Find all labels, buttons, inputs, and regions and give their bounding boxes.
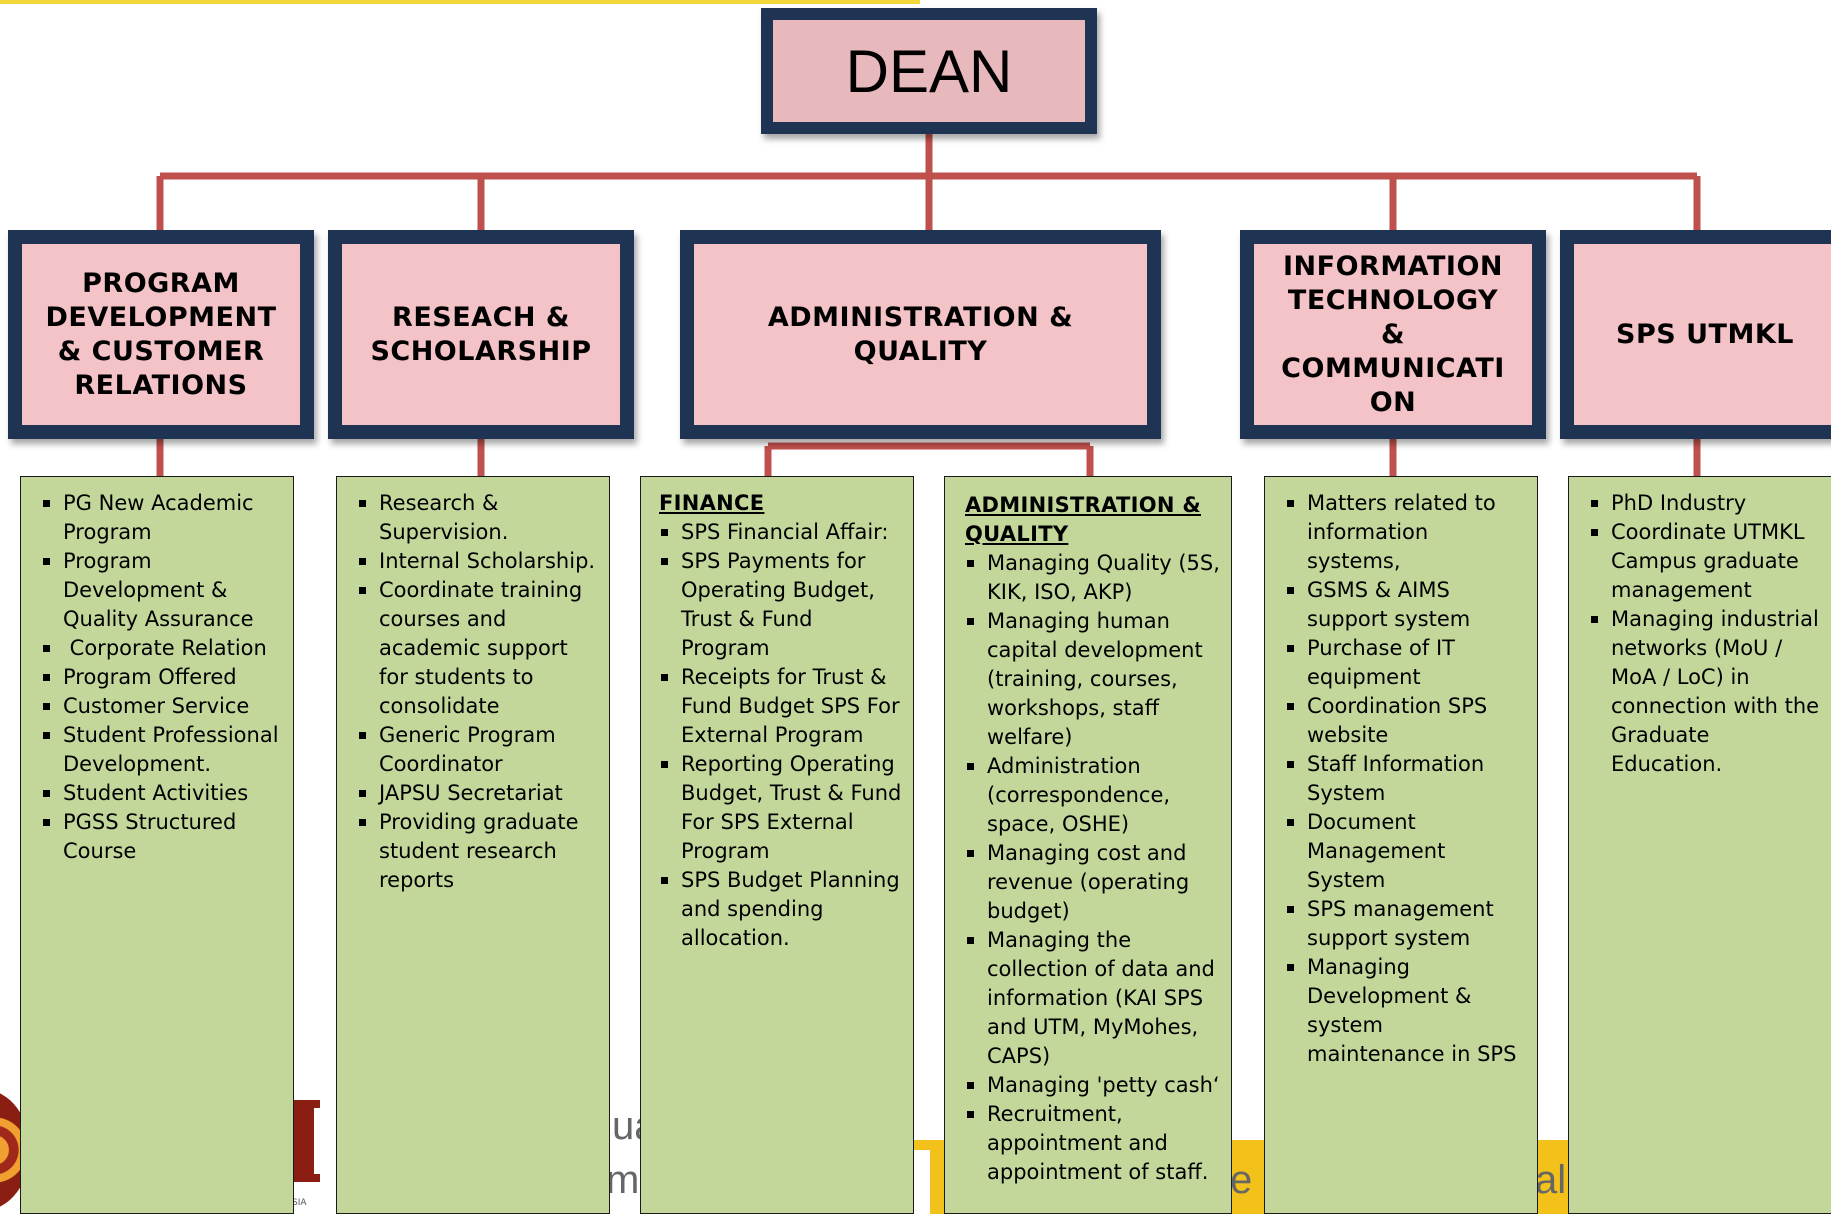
dean-box: DEAN <box>761 8 1097 134</box>
panel-administration-quality: ADMINISTRATION & QUALITY Managing Qualit… <box>944 476 1232 1214</box>
list-item: Providing graduate student research repo… <box>357 808 599 895</box>
list-item: Customer Service <box>41 692 283 721</box>
list-item: Corporate Relation <box>41 634 283 663</box>
list-item: SPS Budget Planning and spending allocat… <box>659 866 903 953</box>
unit-administration-quality: ADMINISTRATION &QUALITY <box>680 230 1161 439</box>
logo-caption-fragment: SIA <box>292 1198 307 1208</box>
panel-program-development: PG New Academic Program Program Developm… <box>20 476 294 1214</box>
list-item: Managing 'petty cash‘ <box>965 1071 1221 1100</box>
list-item: PGSS Structured Course <box>41 808 283 866</box>
panel-information-technology: Matters related to information systems, … <box>1264 476 1538 1214</box>
background-text-fragment: e <box>1230 1158 1253 1202</box>
section-heading-admin-quality: ADMINISTRATION & QUALITY <box>965 493 1202 546</box>
list-item: Receipts for Trust & Fund Budget SPS For… <box>659 663 903 750</box>
panel-sps-utmkl: PhD Industry Coordinate UTMKL Campus gra… <box>1568 476 1831 1214</box>
list-item: Program Offered <box>41 663 283 692</box>
dean-label: DEAN <box>773 20 1085 122</box>
list-item: GSMS & AIMS support system <box>1285 576 1527 634</box>
panel-finance: FINANCE SPS Financial Affair: SPS Paymen… <box>640 476 914 1214</box>
background-text-fragment: m <box>606 1158 640 1202</box>
background-text-fragment: al <box>1535 1158 1567 1202</box>
list-item: SPS Payments for Operating Budget, Trust… <box>659 547 903 663</box>
list-item: Student Activities <box>41 779 283 808</box>
list-item: Generic Program Coordinator <box>357 721 599 779</box>
list-item: Managing the collection of data and info… <box>965 926 1221 1071</box>
list-item: SPS Financial Affair: <box>659 518 903 547</box>
list-item: PhD Industry <box>1589 489 1821 518</box>
list-item: Recruitment, appointment and appointment… <box>965 1100 1221 1187</box>
unit-sps-utmkl: SPS UTMKL <box>1560 230 1831 439</box>
list-item: Staff Information System <box>1285 750 1527 808</box>
list-item: JAPSU Secretariat <box>357 779 599 808</box>
unit-title: ADMINISTRATION &QUALITY <box>767 301 1074 367</box>
top-accent-bar <box>0 0 920 4</box>
list-item: Managing industrial networks (MoU / MoA … <box>1589 605 1821 779</box>
list-item: Document Management System <box>1285 808 1527 895</box>
list-item: Coordinate training courses and academic… <box>357 576 599 721</box>
list-item: Reporting Operating Budget, Trust & Fund… <box>659 750 903 866</box>
list-item: Research & Supervision. <box>357 489 599 547</box>
list-item: Managing human capital development (trai… <box>965 607 1221 752</box>
list-item: Purchase of IT equipment <box>1285 634 1527 692</box>
list-item: Matters related to information systems, <box>1285 489 1527 576</box>
list-item: SPS management support system <box>1285 895 1527 953</box>
unit-title: SPS UTMKL <box>1616 318 1794 350</box>
list-item: Administration (correspondence, space, O… <box>965 752 1221 839</box>
list-item: Coordination SPS website <box>1285 692 1527 750</box>
section-heading-finance: FINANCE <box>659 491 765 515</box>
list-item: Managing Development & system maintenanc… <box>1285 953 1527 1069</box>
unit-title: RESEACH &SCHOLARSHIP <box>370 301 592 367</box>
list-item: Coordinate UTMKL Campus graduate managem… <box>1589 518 1821 605</box>
unit-research-scholarship: RESEACH &SCHOLARSHIP <box>328 230 634 439</box>
list-item: Internal Scholarship. <box>357 547 599 576</box>
list-item: PG New Academic Program <box>41 489 283 547</box>
panel-research-scholarship: Research & Supervision. Internal Scholar… <box>336 476 610 1214</box>
list-item: Program Development & Quality Assurance <box>41 547 283 634</box>
list-item: Student Professional Development. <box>41 721 283 779</box>
list-item: Managing Quality (5S, KIK, ISO, AKP) <box>965 549 1221 607</box>
list-item: Managing cost and revenue (operating bud… <box>965 839 1221 926</box>
